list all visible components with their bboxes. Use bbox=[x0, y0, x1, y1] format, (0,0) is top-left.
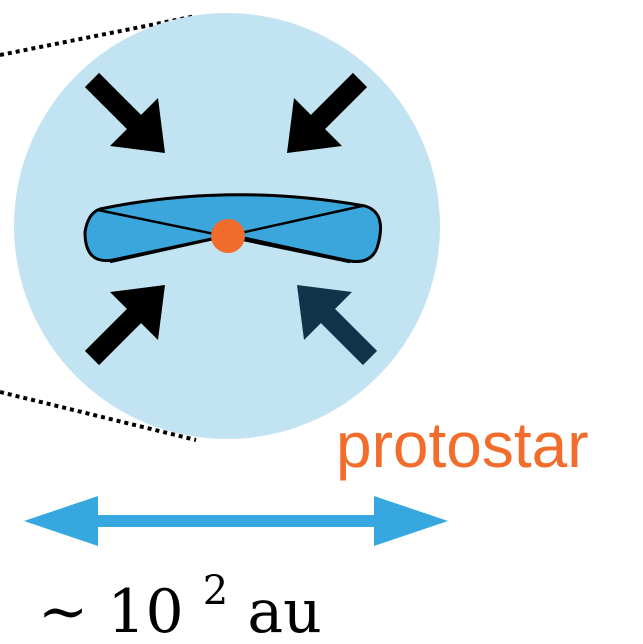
zoom-line-top bbox=[0, 14, 197, 57]
infall-arrow-bottom-right bbox=[297, 285, 378, 366]
zoom-line-bottom bbox=[0, 390, 197, 442]
scale-unit: au bbox=[247, 577, 321, 644]
infall-arrow-top-left bbox=[84, 72, 165, 153]
scale-exponent: 2 bbox=[203, 568, 228, 614]
scale-label: ~ 10 2 au bbox=[38, 549, 322, 644]
double-arrow-icon bbox=[24, 496, 448, 546]
scale-prefix: ~ 10 bbox=[38, 577, 184, 644]
infall-arrow-bottom-left bbox=[84, 285, 165, 366]
protostar-dot bbox=[211, 219, 245, 253]
arrow-icon bbox=[84, 72, 378, 366]
infall-arrow-top-right bbox=[287, 72, 368, 153]
protostar-label: protostar bbox=[336, 409, 589, 481]
